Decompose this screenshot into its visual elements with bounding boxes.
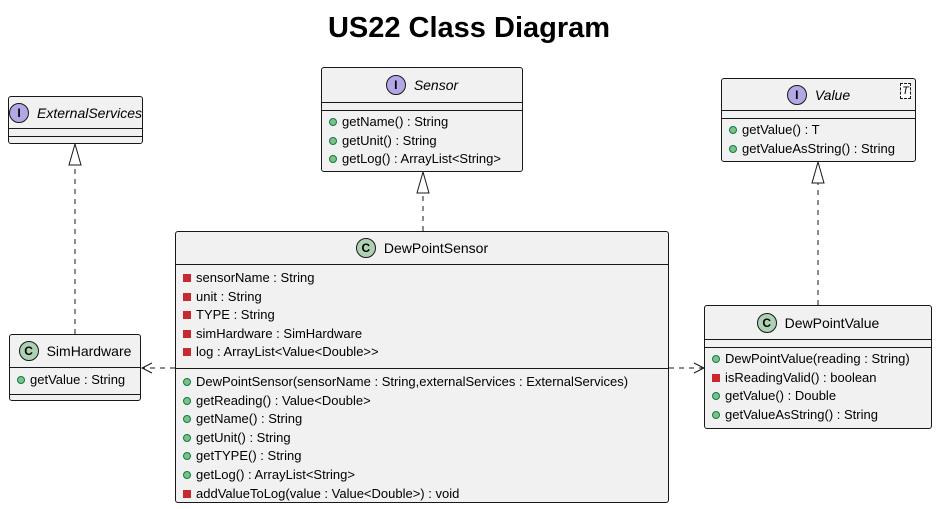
type-parameter: T [900, 83, 911, 99]
class-box-value[interactable]: T I Value getValue() : T getValueAsString… [721, 78, 916, 162]
class-method: addValueToLog(value : Value<Double>) : v… [176, 485, 668, 504]
public-visibility-icon [712, 392, 720, 401]
member-text: TYPE : String [196, 307, 275, 323]
class-name: Value [814, 86, 851, 103]
public-visibility-icon [329, 118, 337, 126]
public-visibility-icon [729, 144, 737, 153]
class-name: DewPointValue [784, 314, 880, 331]
member-text: sensorName : String [196, 270, 315, 285]
public-visibility-icon [712, 410, 720, 419]
public-visibility-icon [183, 377, 191, 386]
member-text: getValueAsString() : String [742, 140, 895, 156]
class-name: Sensor [413, 77, 459, 93]
member-text: addValueToLog(value : Value<Double>) : v… [196, 485, 460, 501]
member-text: getValueAsString() : String [725, 406, 878, 422]
class-method: getUnit() : String [176, 429, 668, 448]
member-text: getValue() : Double [725, 388, 837, 404]
public-visibility-icon [183, 396, 191, 405]
class-name: SimHardware [46, 343, 132, 359]
public-visibility-icon [183, 415, 191, 424]
class-method: getReading() : Value<Double> [176, 392, 668, 411]
class-method: DewPointSensor(sensorName : String,exter… [176, 373, 668, 392]
interface-icon: I [786, 84, 807, 105]
class-method: getName() : String [176, 410, 668, 429]
member-text: getLog() : ArrayList<String> [196, 466, 355, 482]
class-method: getValueAsString() : String [722, 140, 915, 159]
class-method: getName() : String [322, 113, 522, 132]
private-visibility-icon [183, 489, 191, 498]
private-visibility-icon [183, 311, 191, 320]
class-icon: C [756, 312, 777, 333]
class-method: getUnit() : String [322, 132, 522, 151]
class-icon: C [18, 341, 39, 361]
member-text: getValue : String [30, 372, 126, 387]
member-text: getTYPE() : String [196, 448, 302, 464]
class-field: simHardware : SimHardware [176, 325, 668, 344]
public-visibility-icon [183, 470, 191, 479]
member-text: getName() : String [342, 114, 449, 129]
class-name: ExternalServices [36, 104, 143, 121]
private-visibility-icon [712, 373, 720, 382]
realization-dewpointsensor-sensor [416, 170, 430, 231]
dependency-dewpointsensor-dewpointvalue [669, 362, 706, 374]
interface-icon: I [8, 102, 29, 123]
private-visibility-icon [183, 292, 191, 301]
class-box-sensor[interactable]: I Sensor getName() : String getUnit() : S… [321, 67, 523, 172]
class-method: getValue() : T [722, 121, 915, 140]
class-field: sensorName : String [176, 269, 668, 288]
member-text: log : ArrayList<Value<Double>> [196, 344, 379, 360]
class-method: getValue() : Double [705, 387, 931, 406]
member-text: isReadingValid() : boolean [725, 369, 877, 385]
interface-icon: I [385, 75, 406, 95]
dependency-dewpointsensor-simhardware [140, 362, 175, 374]
class-box-externalservices[interactable]: I ExternalServices [8, 96, 143, 144]
public-visibility-icon [729, 126, 737, 134]
public-visibility-icon [712, 355, 720, 363]
class-method: getLog() : ArrayList<String> [322, 150, 522, 169]
member-text: DewPointValue(reading : String) [725, 351, 910, 366]
class-method: getValueAsString() : String [705, 406, 931, 425]
class-method: getLog() : ArrayList<String> [176, 466, 668, 485]
class-name: DewPointSensor [383, 240, 489, 256]
class-method: getTYPE() : String [176, 447, 668, 466]
realization-dewpointvalue-value [811, 160, 825, 305]
private-visibility-icon [183, 274, 191, 282]
diagram-title: US22 Class Diagram [327, 12, 611, 44]
class-box-dewpointsensor[interactable]: C DewPointSensor sensorName : String unit… [175, 231, 669, 503]
member-text: getName() : String [196, 411, 303, 427]
member-text: simHardware : SimHardware [196, 325, 363, 341]
class-field: log : ArrayList<Value<Double>> [176, 343, 668, 362]
private-visibility-icon [183, 348, 191, 357]
class-box-simhardware[interactable]: C SimHardware getValue : String [9, 334, 141, 401]
member-text: getLog() : ArrayList<String> [342, 151, 501, 167]
class-method: DewPointValue(reading : String) [705, 350, 931, 369]
public-visibility-icon [183, 433, 191, 442]
class-field: TYPE : String [176, 306, 668, 325]
private-visibility-icon [183, 329, 191, 338]
member-text: getValue() : T [742, 122, 820, 137]
public-visibility-icon [183, 452, 191, 461]
member-text: DewPointSensor(sensorName : String,exter… [196, 373, 629, 389]
member-text: unit : String [196, 288, 262, 304]
member-text: getUnit() : String [342, 132, 437, 148]
class-box-dewpointvalue[interactable]: C DewPointValue DewPointValue(reading : … [704, 305, 932, 429]
class-method: isReadingValid() : boolean [705, 369, 931, 388]
public-visibility-icon [329, 136, 337, 145]
class-field: unit : String [176, 288, 668, 307]
member-text: getReading() : Value<Double> [196, 392, 371, 408]
member-text: getUnit() : String [196, 429, 291, 445]
public-visibility-icon [17, 376, 25, 384]
public-visibility-icon [329, 155, 337, 164]
class-icon: C [355, 238, 376, 258]
class-method: getValue : String [10, 371, 140, 390]
realization-simhardware-externalservices [68, 142, 82, 334]
